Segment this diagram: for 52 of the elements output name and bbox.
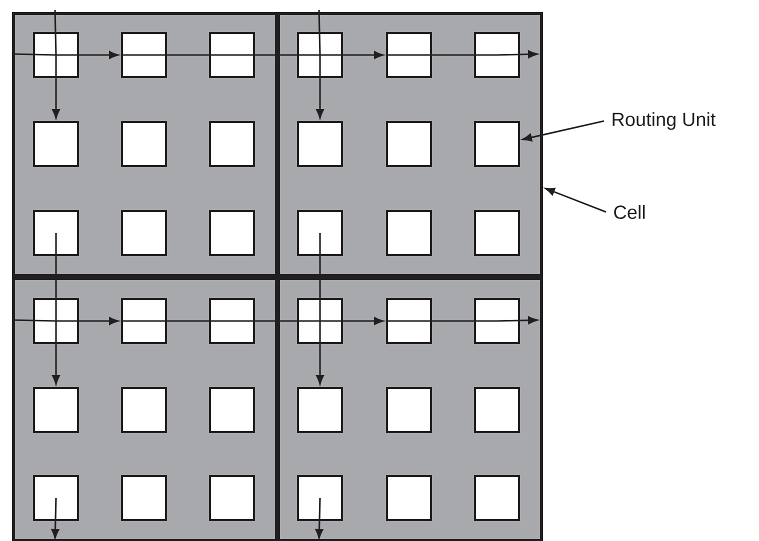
leader-line (545, 188, 606, 213)
routing-unit (209, 298, 255, 344)
arrow (496, 50, 538, 58)
routing-unit (474, 475, 520, 521)
routing-unit (209, 210, 255, 256)
routing-unit (474, 387, 520, 433)
routing-unit (209, 387, 255, 433)
routing-unit (33, 210, 79, 256)
arrow (52, 55, 60, 118)
routing-unit (297, 210, 343, 256)
routing-unit (121, 210, 167, 256)
arrow (320, 51, 384, 59)
routing-unit (297, 32, 343, 78)
routing-unit (386, 32, 432, 78)
routing-unit (33, 32, 79, 78)
routing-unit (297, 387, 343, 433)
routing-unit (386, 475, 432, 521)
arrow (320, 317, 384, 325)
routing-unit (33, 121, 79, 167)
arrow (315, 498, 324, 538)
routing-unit (33, 298, 79, 344)
arrow (316, 55, 324, 118)
leader-line (522, 120, 604, 142)
routing-unit (297, 475, 343, 521)
routing-unit (209, 32, 255, 78)
routing-unit (33, 387, 79, 433)
routing-unit (474, 32, 520, 78)
routing-unit (386, 210, 432, 256)
arrow (52, 321, 60, 384)
routing-unit (121, 121, 167, 167)
routing-unit (297, 298, 343, 344)
routing-unit (474, 121, 520, 167)
routing-unit (121, 32, 167, 78)
routing-unit (121, 387, 167, 433)
routing-unit (209, 121, 255, 167)
routing-unit (209, 475, 255, 521)
callout-text: Cell (614, 205, 645, 219)
routing-unit (121, 298, 167, 344)
routing-unit (297, 121, 343, 167)
routing-unit (386, 387, 432, 433)
routing-unit (33, 475, 79, 521)
routing-unit (474, 298, 520, 344)
routing-unit (121, 475, 167, 521)
arrow (56, 317, 118, 325)
arrow (51, 498, 60, 538)
routing-unit (386, 298, 432, 344)
arrow (56, 51, 118, 59)
arrow (496, 316, 538, 324)
routing-unit (474, 210, 520, 256)
routing-unit (386, 121, 432, 167)
arrow (316, 321, 324, 384)
callout-text: Routing Unit (612, 112, 716, 130)
